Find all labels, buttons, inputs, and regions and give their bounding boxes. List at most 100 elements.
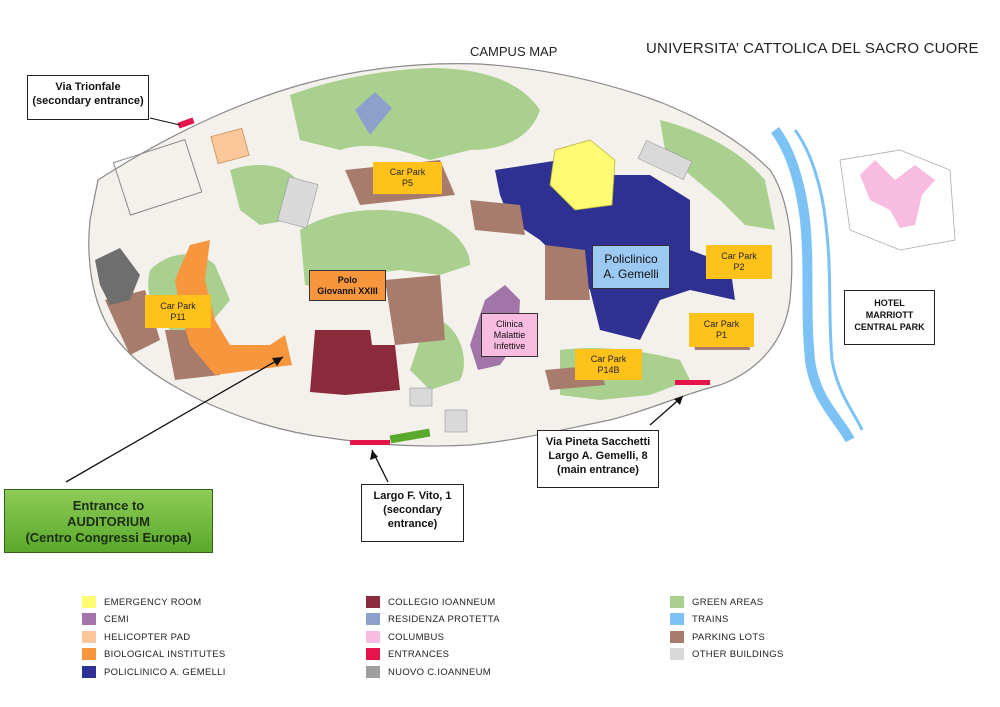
legend-swatch	[82, 613, 96, 625]
legend-label: POLICLINICO A. GEMELLI	[104, 666, 226, 678]
car-park-p14b-label: Car Park P14B	[575, 349, 642, 380]
tag-line: Car Park	[160, 300, 196, 311]
sports-field	[112, 138, 203, 216]
legend-item: HELICOPTER PAD	[82, 630, 190, 644]
legend-swatch	[670, 596, 684, 608]
legend-label: BIOLOGICAL INSTITUTES	[104, 648, 226, 660]
policlinico-label: Policlinico A. Gemelli	[592, 245, 670, 289]
green-area-north	[290, 68, 540, 160]
arrowhead-pineta	[674, 396, 683, 405]
other-building	[409, 387, 433, 407]
callout-line: (secondary	[383, 504, 442, 516]
callout-line: Largo F. Vito, 1	[373, 490, 452, 502]
legend-swatch	[366, 666, 380, 678]
legend-swatch	[366, 631, 380, 643]
columbus-building	[860, 160, 935, 228]
hotel-area	[839, 149, 956, 251]
tag-line: Car Park	[389, 167, 426, 177]
entrance-marker-trionfale	[177, 117, 195, 129]
legend-swatch	[670, 631, 684, 643]
legend-label: COLUMBUS	[388, 631, 445, 643]
arrow-auditorium	[65, 356, 284, 483]
car-park-p1-label: Car Park P1	[689, 313, 754, 347]
biological-institutes-building	[175, 240, 292, 375]
legend-item: TRAINS	[670, 612, 729, 626]
legend-label: CEMI	[104, 613, 129, 625]
callout-auditorium-entrance: Entrance to AUDITORIUM (Centro Congressi…	[4, 489, 213, 553]
residenza-protetta-building	[355, 92, 392, 135]
legend-item: COLLEGIO IOANNEUM	[366, 595, 496, 609]
university-title: UNIVERSITA’ CATTOLICA DEL SACRO CUORE	[646, 40, 979, 57]
legend-swatch	[82, 596, 96, 608]
tag-line: Polo	[337, 274, 358, 285]
parking-lot-polo	[385, 275, 445, 345]
callout-line: HOTEL	[874, 298, 905, 308]
entrance-marker-vito	[350, 440, 390, 445]
legend-item: GREEN AREAS	[670, 595, 763, 609]
callout-line: CENTRAL PARK	[854, 322, 925, 332]
callout-via-pineta: Via Pineta Sacchetti Largo A. Gemelli, 8…	[537, 430, 659, 488]
callout-line: Via Pineta Sacchetti	[545, 436, 651, 448]
entrance-marker-vito-green	[389, 428, 431, 444]
legend-swatch	[82, 631, 96, 643]
parking-lot-central	[545, 245, 590, 300]
entrance-marker-pineta	[675, 380, 710, 385]
collegio-ioanneum-building	[310, 330, 400, 395]
arrowhead-auditorium	[272, 357, 283, 366]
legend-swatch	[366, 596, 380, 608]
legend-swatch	[366, 613, 380, 625]
tag-line: Car Park	[703, 319, 740, 329]
tag-line: Policlinico	[604, 252, 658, 266]
legend-item: ENTRANCES	[366, 647, 449, 661]
legend-label: TRAINS	[692, 613, 729, 625]
car-park-p5-label: Car Park P5	[373, 162, 442, 194]
legend-label: COLLEGIO IOANNEUM	[388, 596, 496, 608]
tag-line: P1	[715, 330, 727, 340]
legend-item: OTHER BUILDINGS	[670, 647, 784, 661]
other-building	[277, 176, 319, 229]
legend-item: EMERGENCY ROOM	[82, 595, 201, 609]
other-building	[444, 409, 468, 433]
arrow-trionfale	[149, 117, 181, 126]
helicopter-pad	[210, 127, 250, 165]
legend-item: RESIDENZA PROTETTA	[366, 612, 500, 626]
emergency-room-building	[549, 139, 616, 211]
legend-label: ENTRANCES	[388, 648, 450, 660]
callout-line: Largo A. Gemelli, 8	[548, 450, 648, 462]
green-area-east	[660, 120, 775, 230]
nuovo-ioanneum-building	[95, 248, 140, 305]
callout-line: (main entrance)	[557, 464, 639, 476]
legend-swatch	[670, 648, 684, 660]
train-tracks-edge	[793, 129, 864, 431]
polo-giovanni-label: Polo Giovanni XXIII	[309, 270, 386, 301]
legend-item: CEMI	[82, 612, 129, 626]
callout-line: MARRIOTT	[865, 310, 914, 320]
callout-line: AUDITORIUM	[67, 514, 150, 529]
callout-hotel-marriott: HOTEL MARRIOTT CENTRAL PARK	[844, 290, 935, 345]
legend-label: EMERGENCY ROOM	[104, 596, 202, 608]
legend-item: BIOLOGICAL INSTITUTES	[82, 647, 226, 661]
legend-label: HELICOPTER PAD	[104, 631, 191, 643]
legend-label: RESIDENZA PROTETTA	[388, 613, 500, 625]
legend-label: NUOVO C.IOANNEUM	[388, 666, 491, 678]
tag-line: P11	[170, 311, 186, 322]
callout-largo-vito: Largo F. Vito, 1 (secondary entrance)	[361, 484, 464, 542]
car-park-p11-label: Car Park P11	[145, 295, 211, 328]
legend-label: OTHER BUILDINGS	[692, 648, 784, 660]
callout-line: (secondary entrance)	[32, 95, 144, 107]
legend-swatch	[366, 648, 380, 660]
tag-line: Giovanni XXIII	[317, 285, 378, 296]
parking-lot-north	[470, 200, 525, 235]
tag-line: Clinica	[495, 318, 523, 329]
legend-item: COLUMBUS	[366, 630, 444, 644]
tag-line: Malattie	[493, 329, 526, 340]
tag-line: Infettive	[493, 340, 526, 351]
legend-label: GREEN AREAS	[692, 596, 764, 608]
legend-label: PARKING LOTS	[692, 631, 766, 643]
other-building	[637, 139, 693, 181]
tag-line: A. Gemelli	[603, 267, 659, 281]
tag-line: Car Park	[721, 251, 757, 261]
legend-item: NUOVO C.IOANNEUM	[366, 665, 491, 679]
car-park-p2-label: Car Park P2	[706, 245, 772, 279]
